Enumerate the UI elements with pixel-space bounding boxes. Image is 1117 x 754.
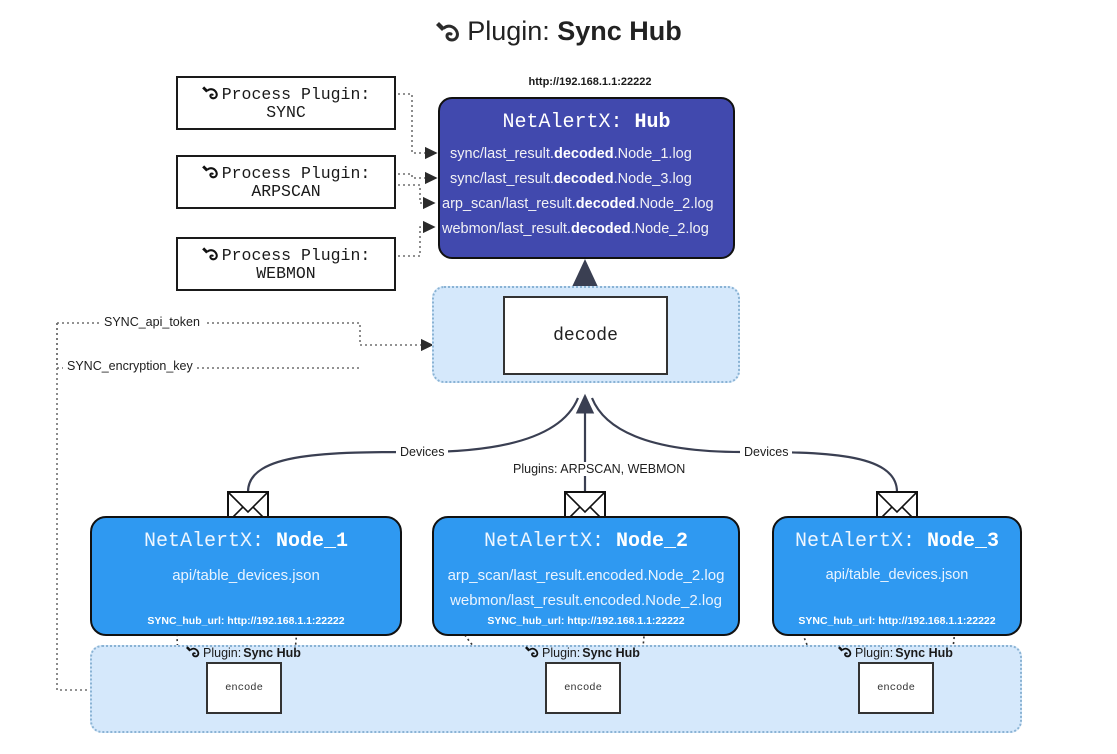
encoder-label-2: Plugin: Sync Hub <box>525 645 640 661</box>
process-plugin-name: ARPSCAN <box>251 182 321 201</box>
secret-label-api-token: SYNC_api_token <box>100 315 204 329</box>
process-plugin-name: SYNC <box>266 103 306 122</box>
node-card-node1[interactable]: NetAlertX: Node_1 api/table_devices.json… <box>90 516 402 636</box>
plug-icon <box>186 645 201 661</box>
node-card-node3[interactable]: NetAlertX: Node_3 api/table_devices.json… <box>772 516 1022 636</box>
edge-label-devices-right: Devices <box>740 445 793 459</box>
node-title: NetAlertX: Node_2 <box>483 530 689 553</box>
edge-label-plugins: Plugins: ARPSCAN, WEBMON <box>509 462 690 476</box>
title-prefix: Plugin: <box>467 16 558 46</box>
title-name: Sync Hub <box>557 16 682 46</box>
encode-box-1[interactable]: encode <box>206 662 282 714</box>
plug-icon <box>201 85 220 104</box>
hub-row: webmon/last_result.decoded.Node_2.log <box>442 221 709 237</box>
node-line: api/table_devices.json <box>172 567 320 584</box>
hub-row: arp_scan/last_result.decoded.Node_2.log <box>442 196 714 212</box>
node-line-list: api/table_devices.json <box>92 563 400 588</box>
plug-icon <box>435 19 461 50</box>
node-line-list: api/table_devices.json <box>774 563 1020 588</box>
plug-icon <box>525 645 540 661</box>
hub-url-label: http://192.168.1.1:22222 <box>528 76 652 88</box>
process-plugin-label: Process Plugin: <box>221 245 371 265</box>
secret-label-encryption-key: SYNC_encryption_key <box>63 359 197 373</box>
hub-row-list: sync/last_result.decoded.Node_1.log sync… <box>440 142 733 242</box>
plug-icon <box>201 164 220 183</box>
hub-node[interactable]: NetAlertX: Hub sync/last_result.decoded.… <box>438 97 735 259</box>
process-plugin-arpscan[interactable]: Process Plugin: ARPSCAN <box>176 155 396 209</box>
node-line-list: arp_scan/last_result.encoded.Node_2.log … <box>434 563 738 613</box>
node-card-node2[interactable]: NetAlertX: Node_2 arp_scan/last_result.e… <box>432 516 740 636</box>
encode-box-2[interactable]: encode <box>545 662 621 714</box>
decode-box[interactable]: decode <box>503 296 668 375</box>
node-line: webmon/last_result.encoded.Node_2.log <box>450 592 722 609</box>
encoder-label-3: Plugin: Sync Hub <box>838 645 953 661</box>
page-title: Plugin: Sync Hub <box>0 16 1117 50</box>
hub-row: sync/last_result.decoded.Node_3.log <box>450 171 692 187</box>
process-plugin-webmon[interactable]: Process Plugin: WEBMON <box>176 237 396 291</box>
process-plugin-name: WEBMON <box>256 264 316 283</box>
node-title: NetAlertX: Node_3 <box>794 530 1000 553</box>
plug-icon <box>201 246 220 265</box>
node-footer: SYNC_hub_url: http://192.168.1.1:22222 <box>798 615 996 627</box>
node-line: api/table_devices.json <box>825 567 969 583</box>
node-title: NetAlertX: Node_1 <box>143 530 349 553</box>
node-footer: SYNC_hub_url: http://192.168.1.1:22222 <box>487 615 685 627</box>
process-plugin-label: Process Plugin: <box>221 163 371 183</box>
encoder-label-1: Plugin: Sync Hub <box>186 645 301 661</box>
process-plugin-sync[interactable]: Process Plugin: SYNC <box>176 76 396 130</box>
edge-label-devices-left: Devices <box>396 445 449 459</box>
encode-box-3[interactable]: encode <box>858 662 934 714</box>
hub-row: sync/last_result.decoded.Node_1.log <box>450 146 692 162</box>
plug-icon <box>838 645 853 661</box>
process-plugin-label: Process Plugin: <box>221 84 371 104</box>
node-footer: SYNC_hub_url: http://192.168.1.1:22222 <box>147 615 345 627</box>
hub-title: NetAlertX: Hub <box>502 111 671 134</box>
node-line: arp_scan/last_result.encoded.Node_2.log <box>447 567 725 584</box>
